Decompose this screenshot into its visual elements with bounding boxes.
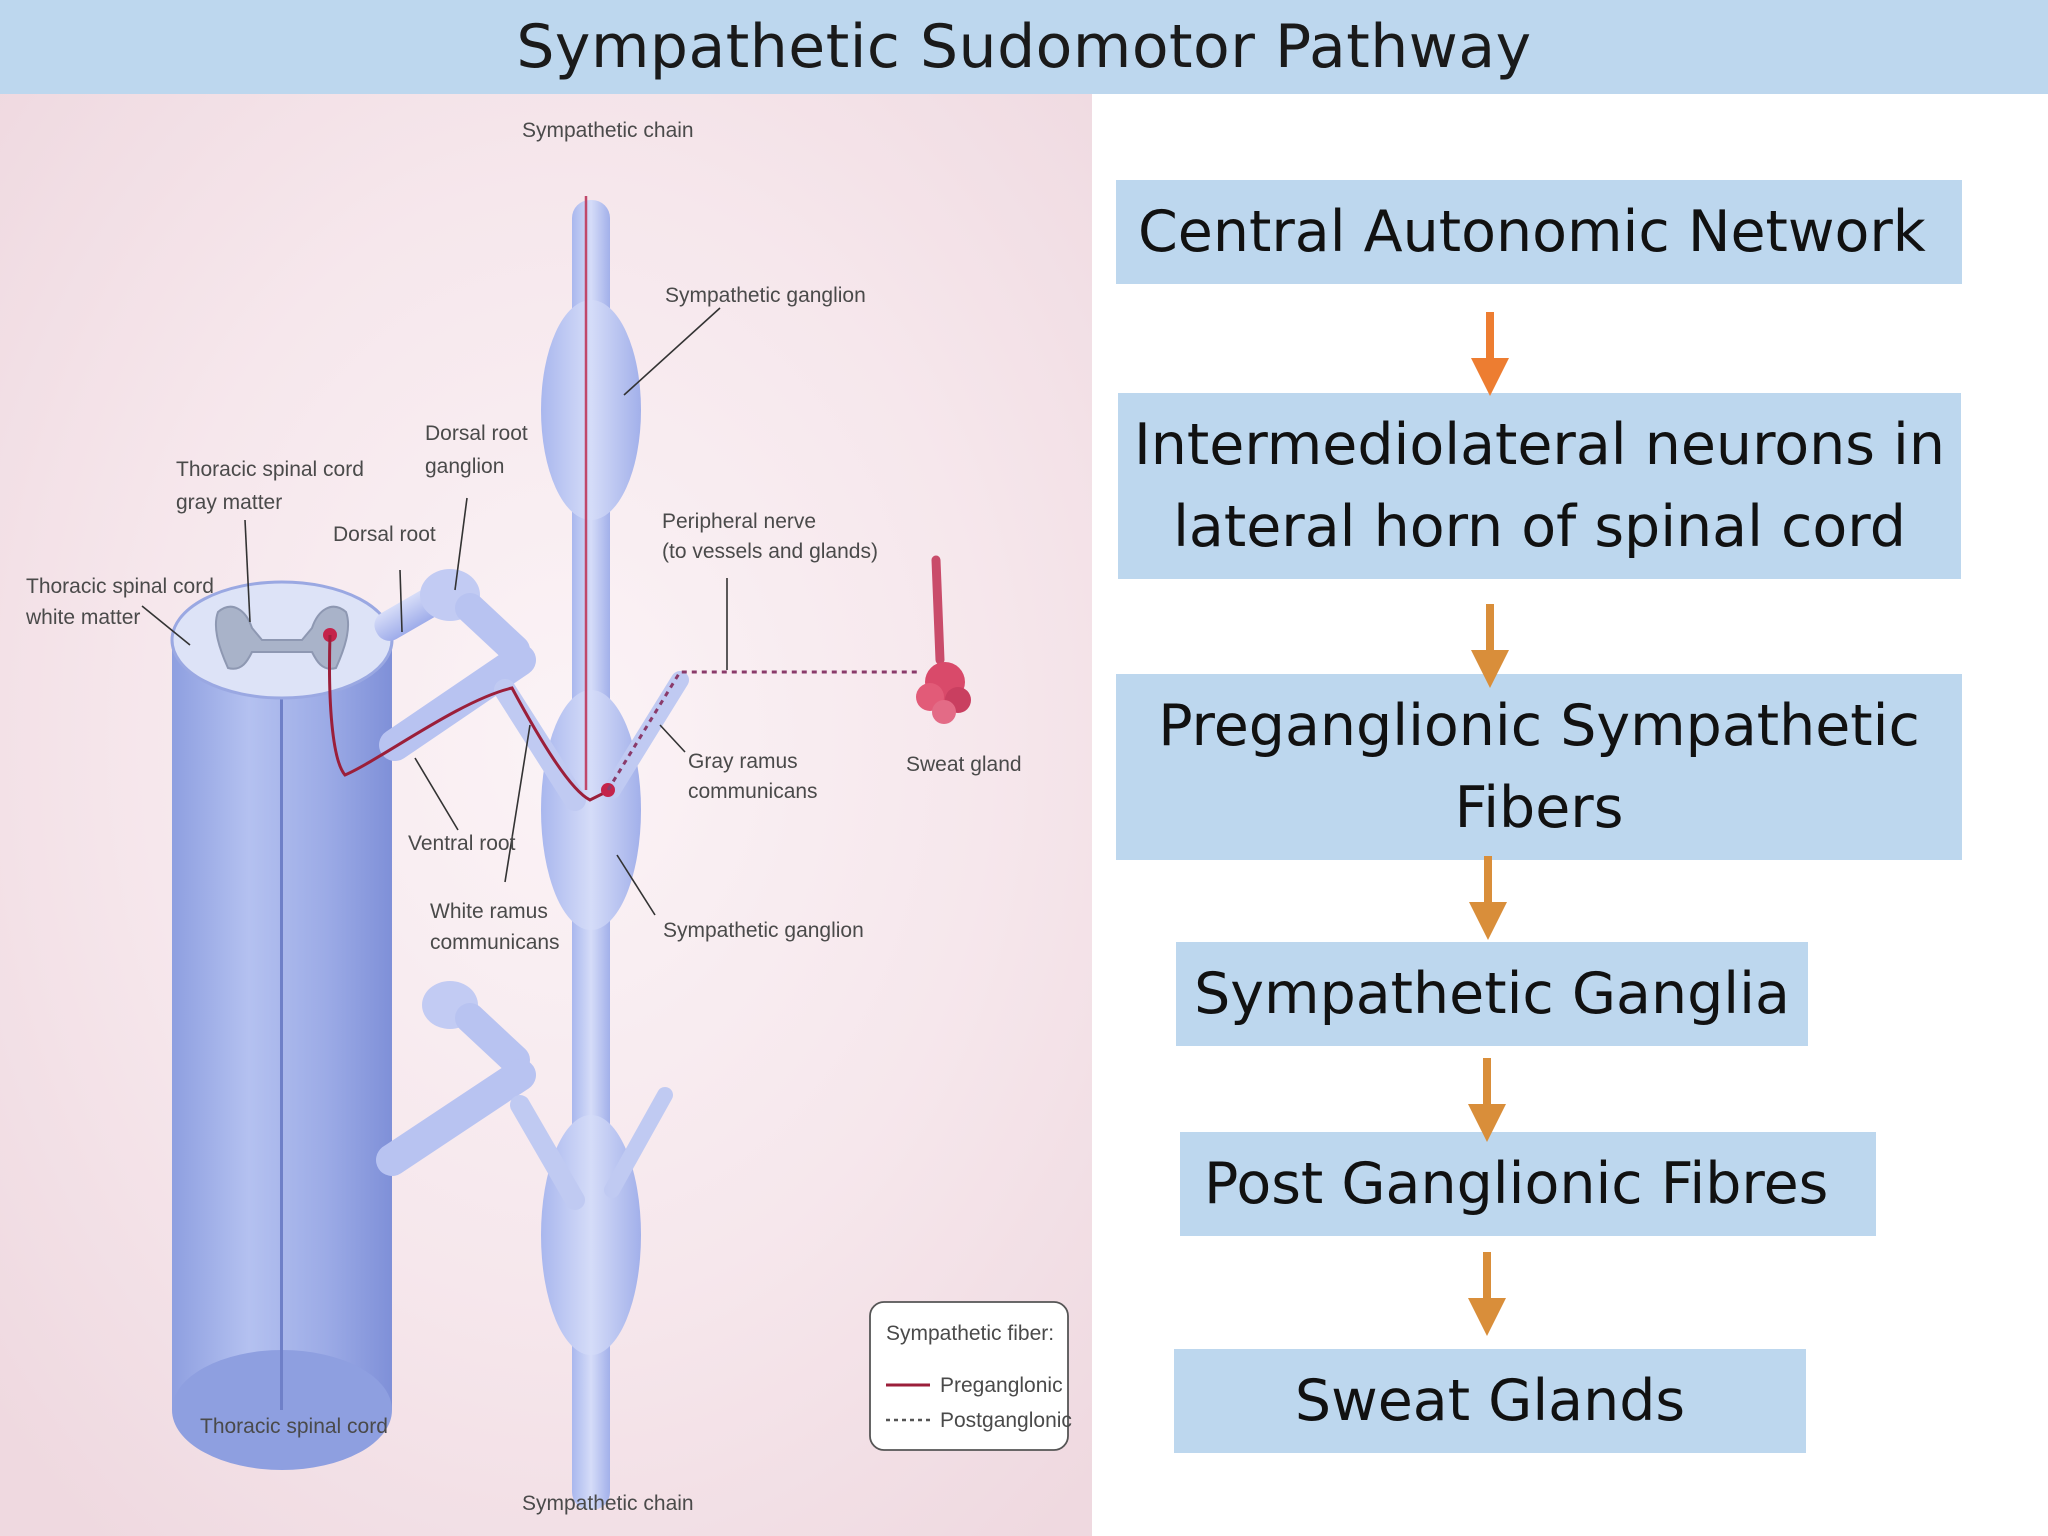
label-white-ramus: White ramus bbox=[430, 900, 548, 923]
sympathetic-ganglion-middle bbox=[541, 690, 641, 930]
gray-matter bbox=[214, 605, 350, 670]
svg-text:gray matter: gray matter bbox=[176, 491, 282, 514]
label-sympathetic-chain-top: Sympathetic chain bbox=[522, 119, 694, 142]
svg-text:white matter: white matter bbox=[25, 606, 140, 629]
label-ventral-root: Ventral root bbox=[408, 832, 516, 855]
flow-box-sympathetic-ganglia: Sympathetic Ganglia bbox=[1176, 942, 1808, 1046]
svg-text:(to vessels and glands): (to vessels and glands) bbox=[662, 540, 878, 563]
label-dorsal-root: Dorsal root bbox=[333, 523, 436, 546]
sympathetic-ganglion-upper bbox=[541, 300, 641, 520]
svg-text:communicans: communicans bbox=[430, 931, 560, 954]
svg-text:ganglion: ganglion bbox=[425, 455, 504, 478]
white-ramus bbox=[494, 679, 586, 811]
label-sympathetic-chain-bottom: Sympathetic chain bbox=[522, 1492, 694, 1515]
flow-box-post-ganglionic-fibres: Post Ganglionic Fibres bbox=[1180, 1132, 1876, 1236]
sudomotor-diagram: Sympathetic chain Sympathetic ganglion D… bbox=[0, 94, 1092, 1536]
label-gray-ramus: Gray ramus bbox=[688, 750, 798, 773]
flow-box-sweat-glands: Sweat Glands bbox=[1174, 1349, 1806, 1453]
legend-title: Sympathetic fiber: bbox=[886, 1322, 1054, 1345]
legend-preganglionic: Preganglonic bbox=[940, 1374, 1063, 1397]
flow-box-intermediolateral-neurons: Intermediolateral neurons in lateral hor… bbox=[1118, 393, 1961, 579]
title-bar: Sympathetic Sudomotor Pathway bbox=[0, 0, 2048, 94]
label-gray-matter: Thoracic spinal cord bbox=[176, 458, 364, 481]
sweat-gland-duct bbox=[931, 555, 945, 665]
arrow-down-icon bbox=[1471, 604, 1509, 688]
arrow-down-icon bbox=[1468, 1058, 1506, 1142]
label-sweat-gland: Sweat gland bbox=[906, 753, 1022, 776]
gray-ramus bbox=[603, 671, 689, 799]
legend-postganglionic: Postganglonic bbox=[940, 1409, 1072, 1432]
page-title: Sympathetic Sudomotor Pathway bbox=[516, 12, 1532, 82]
preganglionic-fiber bbox=[328, 634, 607, 802]
fiber-legend: Sympathetic fiber: Preganglonic Postgang… bbox=[869, 1301, 1072, 1451]
flow-box-central-autonomic-network: Central Autonomic Network bbox=[1116, 180, 1962, 284]
flow-box-preganglionic-fibers: Preganglionic Sympathetic Fibers bbox=[1116, 674, 1962, 860]
svg-text:communicans: communicans bbox=[688, 780, 818, 803]
arrow-down-icon bbox=[1471, 312, 1509, 396]
arrow-down-icon bbox=[1469, 856, 1507, 940]
arrow-down-icon bbox=[1468, 1252, 1506, 1336]
label-white-matter: Thoracic spinal cord bbox=[26, 575, 214, 598]
label-peripheral-nerve: Peripheral nerve bbox=[662, 510, 816, 533]
label-dorsal-root-ganglion: Dorsal root bbox=[425, 422, 528, 445]
dorsal-root bbox=[455, 593, 530, 665]
label-thoracic-spinal-cord: Thoracic spinal cord bbox=[200, 1415, 388, 1438]
label-sympathetic-ganglion-top: Sympathetic ganglion bbox=[665, 284, 866, 307]
label-sympathetic-ganglion-bottom: Sympathetic ganglion bbox=[663, 919, 864, 942]
